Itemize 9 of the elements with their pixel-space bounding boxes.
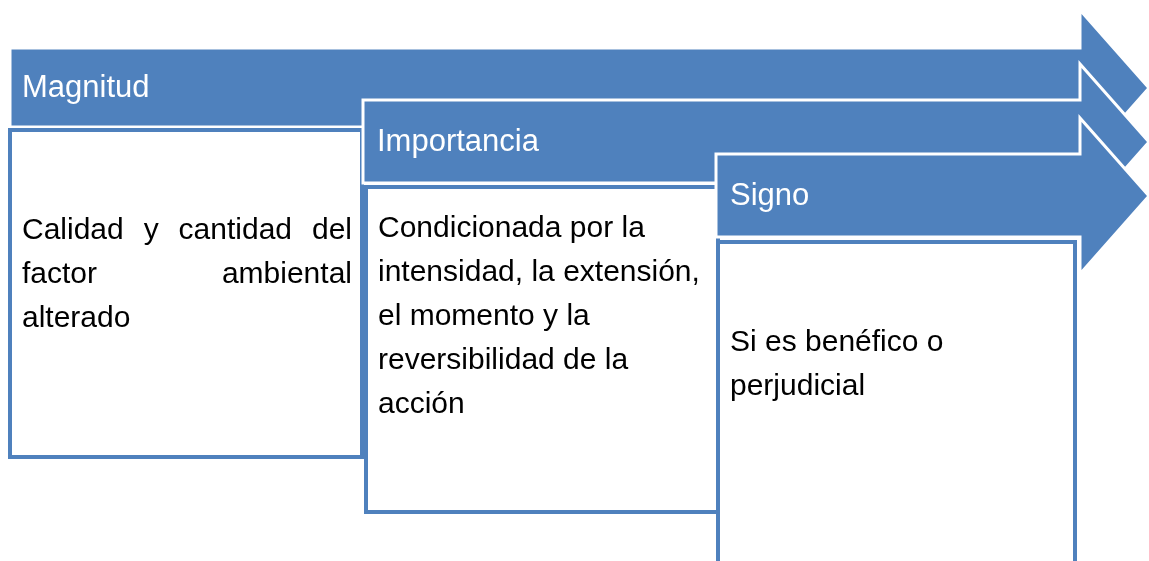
text-box: [364, 185, 720, 514]
heading-text: Signo: [730, 176, 810, 213]
body-text: Si es benéfico o perjudicial: [730, 323, 945, 403]
text-box: [716, 240, 1077, 561]
heading-text: Importancia: [377, 122, 539, 159]
heading-text: Magnitud: [22, 68, 150, 105]
body-text: Condicionada por la intensidad, la extensión, el momento y la reversibilidad de la acción: [378, 209, 701, 421]
text-box: [8, 128, 364, 459]
body-text: Calidad y cantidad del factor ambiental alterado: [22, 211, 352, 335]
